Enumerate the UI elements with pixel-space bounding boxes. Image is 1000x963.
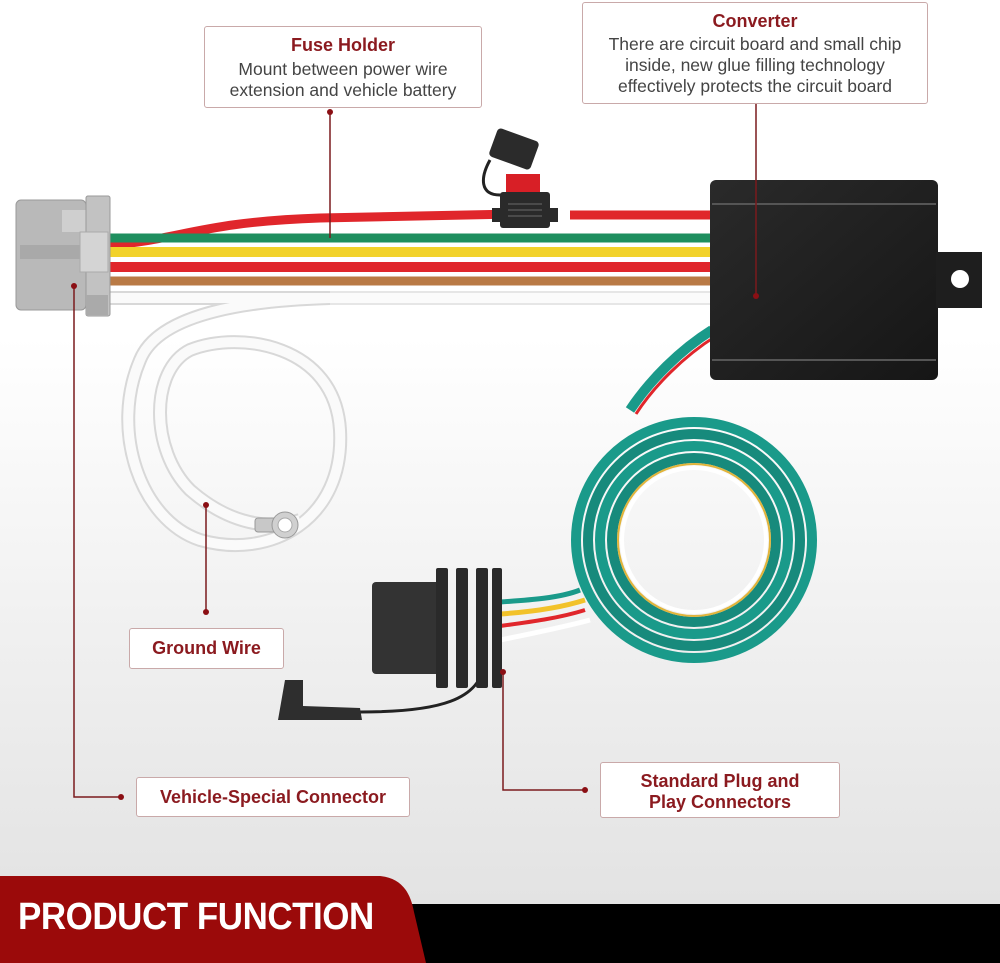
converter-desc-3: effectively protects the circuit board <box>618 76 892 96</box>
vehicle-connector-label: Vehicle-Special Connector <box>136 777 410 817</box>
standard-plug-illustration <box>278 568 502 720</box>
footer-title: PRODUCT FUNCTION <box>18 896 374 938</box>
fuse-holder-desc-2: extension and vehicle battery <box>229 80 457 100</box>
standard-plug-title-2: Play Connectors <box>648 792 792 812</box>
ground-wire-label: Ground Wire <box>129 628 284 669</box>
vehicle-connector-title: Vehicle-Special Connector <box>159 786 387 807</box>
leader-dots <box>71 109 759 800</box>
converter-illustration <box>710 180 982 380</box>
ground-wire <box>110 291 710 552</box>
converter-label: Converter There are circuit board and sm… <box>582 2 928 104</box>
vehicle-connector-illustration <box>15 195 111 317</box>
standard-plug-label: Standard Plug and Play Connectors <box>600 762 840 818</box>
harness-wires <box>109 209 712 286</box>
standard-plug-title-1: Standard Plug and <box>640 771 800 791</box>
fuse-holder-label: Fuse Holder Mount between power wire ext… <box>204 26 482 108</box>
wire-coil <box>499 325 817 663</box>
ground-wire-title: Ground Wire <box>152 638 261 658</box>
leader-lines <box>73 104 757 798</box>
converter-desc-2: inside, new glue filling technology <box>625 55 885 75</box>
converter-title: Converter <box>712 11 798 31</box>
ring-terminal-icon <box>254 511 299 539</box>
footer-banner <box>0 876 1000 963</box>
fuse-holder-title: Fuse Holder <box>290 35 396 55</box>
fuse-holder-desc-1: Mount between power wire <box>238 59 448 79</box>
converter-desc-1: There are circuit board and small chip <box>608 34 902 54</box>
fuse-holder-illustration <box>481 128 558 228</box>
